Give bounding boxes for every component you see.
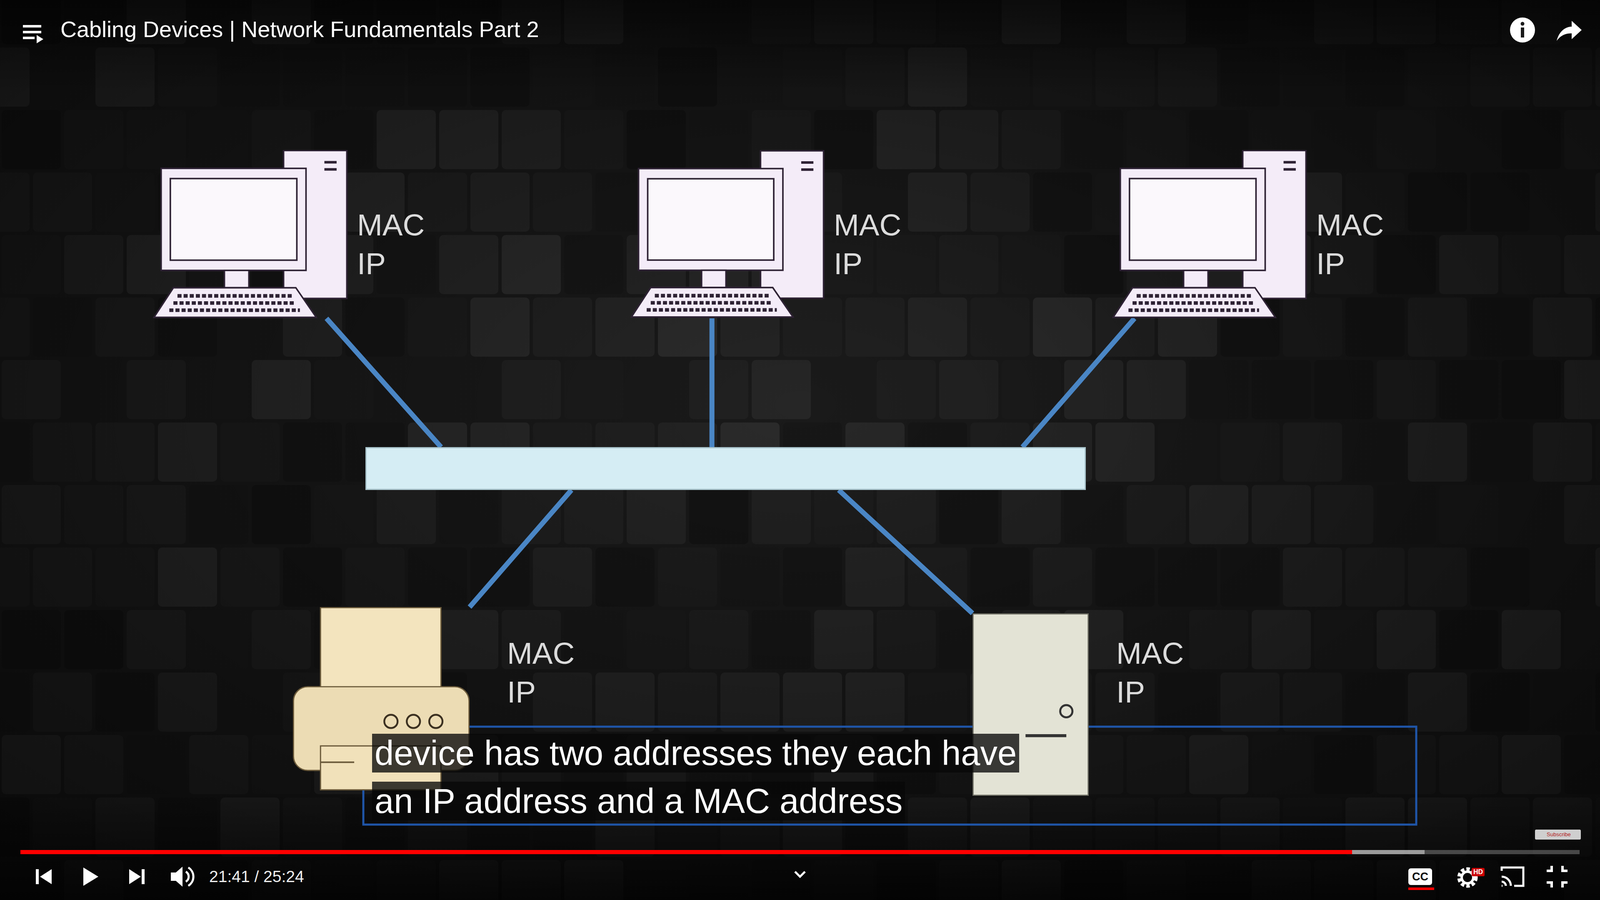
key-row xyxy=(1128,308,1259,313)
address-label: MAC xyxy=(507,633,575,673)
drive-slot xyxy=(324,160,337,164)
pc-screen xyxy=(647,178,774,260)
computer: MACIP xyxy=(152,150,425,319)
address-label: MAC xyxy=(1116,633,1184,673)
key-row xyxy=(173,301,296,305)
network-cable xyxy=(838,490,973,614)
pc-keyboard xyxy=(1113,287,1276,318)
pc-screen xyxy=(1129,178,1257,261)
address-label: MAC xyxy=(1316,205,1384,245)
network-switch xyxy=(365,447,1086,490)
network-cable xyxy=(709,318,715,448)
printer-paper xyxy=(320,607,441,690)
switch-text xyxy=(366,448,1085,457)
key-row xyxy=(1136,294,1251,298)
cast-icon xyxy=(1501,867,1524,886)
drive-slot xyxy=(1283,160,1296,164)
printer-button xyxy=(429,714,443,728)
address-label: IP xyxy=(833,244,902,283)
share-icon xyxy=(1556,20,1582,41)
drive-slot xyxy=(1025,734,1067,738)
key-row xyxy=(177,294,292,298)
drive-slot xyxy=(801,168,814,171)
network-cable xyxy=(469,490,572,608)
drive-slot xyxy=(1283,167,1296,171)
computer: MACIP xyxy=(1112,150,1384,319)
address-list: MACIP xyxy=(1116,633,1184,712)
video-title-text: Cabling Devices | Network Fundamentals P… xyxy=(60,16,540,42)
printer-button xyxy=(406,714,420,728)
computer-icon xyxy=(152,150,348,319)
address-list: MACIP xyxy=(507,633,575,712)
tray-slot xyxy=(320,761,355,764)
key-row xyxy=(650,300,773,305)
time-display: 21:41 / 25:24 xyxy=(209,867,305,886)
computer: MACIP xyxy=(630,150,902,319)
address-label: MAC xyxy=(357,205,425,245)
caption-outline xyxy=(363,726,1417,825)
info-icon xyxy=(1510,17,1535,43)
pc-keyboard xyxy=(154,287,317,318)
address-label: IP xyxy=(507,672,575,712)
previous-button xyxy=(35,869,52,885)
computer-icon xyxy=(1112,150,1308,319)
next-button xyxy=(129,869,145,885)
drive-slot xyxy=(324,167,337,171)
hd-badge: HD xyxy=(1471,867,1485,877)
watermark: Subscribe xyxy=(1546,831,1571,838)
pc-monitor xyxy=(161,168,307,271)
fullscreen-icon xyxy=(1546,865,1568,888)
key-row xyxy=(169,308,300,313)
monitor-stand xyxy=(224,270,250,288)
network-cable xyxy=(326,318,442,448)
address-label: IP xyxy=(1116,672,1184,712)
watermark-box xyxy=(1535,829,1581,840)
subtitle-text: device has two addresses they each have … xyxy=(372,733,1020,821)
power-button xyxy=(1060,705,1073,718)
volume-button xyxy=(170,866,194,887)
address-label: IP xyxy=(1316,244,1384,283)
address-label: MAC xyxy=(833,205,902,245)
progress-buffered xyxy=(20,850,1425,855)
address-label: IP xyxy=(357,244,425,283)
computer-icon xyxy=(630,150,825,319)
top-shade xyxy=(0,0,1600,92)
play-button xyxy=(83,867,99,886)
cc-underline xyxy=(1408,887,1435,890)
progress-played xyxy=(20,850,1353,855)
address-list: MACIP xyxy=(833,205,902,283)
cc-badge: CC xyxy=(1408,868,1433,885)
key-row xyxy=(1132,301,1255,305)
key-row xyxy=(646,307,777,312)
network-cable xyxy=(1022,318,1135,448)
pc-screen xyxy=(170,178,298,261)
pc-keyboard xyxy=(631,287,793,318)
chevron-icon xyxy=(795,871,805,877)
monitor-stand xyxy=(701,270,727,288)
monitor-stand xyxy=(1183,270,1209,288)
pc-monitor xyxy=(1120,168,1266,271)
playlist-icon xyxy=(22,25,44,44)
address-list: MACIP xyxy=(1316,205,1384,283)
video-title: Cabling Devices | Network Fundamentals P… xyxy=(60,15,540,43)
key-row xyxy=(655,293,769,298)
printer-button xyxy=(384,714,398,728)
subtitle-box: device has two addresses they each have … xyxy=(372,729,1043,825)
pc-monitor xyxy=(638,168,783,271)
progress-track xyxy=(20,850,1580,855)
address-list: MACIP xyxy=(357,205,425,283)
drive-slot xyxy=(801,161,814,164)
